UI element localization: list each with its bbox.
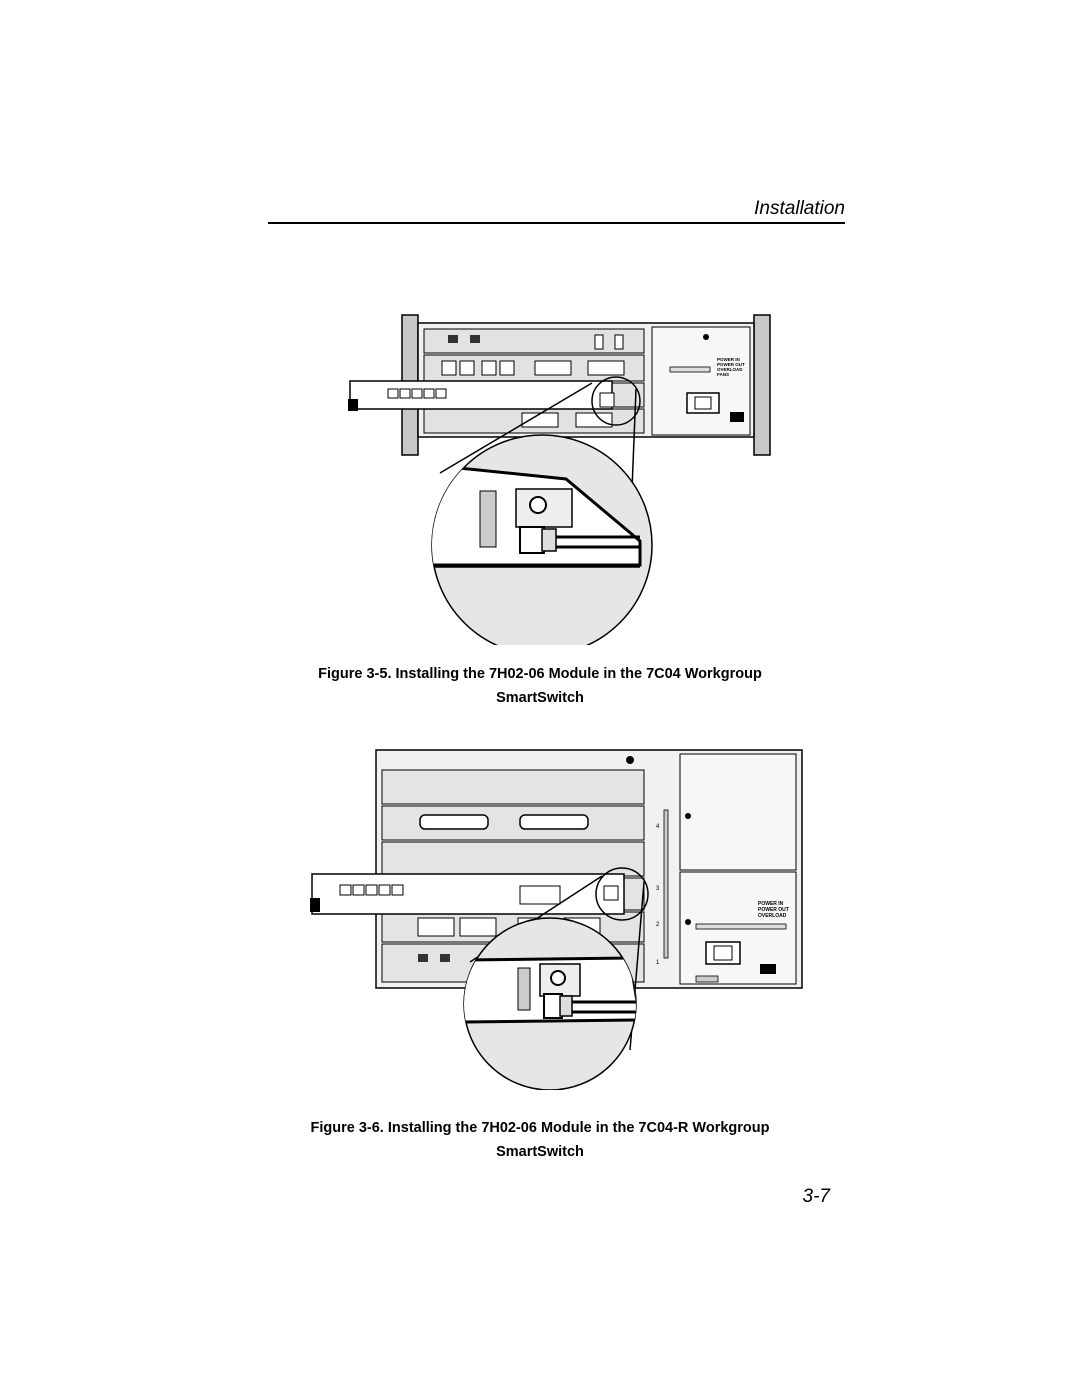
page-number: 3-7 [802, 1186, 830, 1207]
led-label: POWER OUT [717, 362, 745, 367]
slot-number-labels: 4 3 2 1 [656, 824, 660, 966]
led-label: OVERLOAD [758, 913, 787, 919]
power-inlet [686, 392, 720, 414]
figure-3-6-illustration: 4 3 2 1 POWER IN POWER OUT OVERLOAD [310, 749, 803, 1090]
figure-caption-line2: SmartSwitch [496, 690, 584, 706]
slot-number: 4 [656, 824, 660, 830]
power-status-labels: POWER IN POWER OUT OVERLOAD FANS [717, 357, 745, 377]
figure-3-5-illustration: 1 2 3 4 POWER IN POWER OUT OVERLOAD FANS [348, 314, 771, 645]
power-inlet [705, 941, 741, 965]
slot-number: 1 [656, 960, 660, 966]
led-label: POWER IN [758, 901, 784, 907]
page-header-rule [268, 222, 845, 224]
zoom-target-circle [595, 867, 649, 921]
power-switch [730, 412, 744, 422]
figure-caption-line2: SmartSwitch [496, 1144, 584, 1160]
module-7h02-06 [310, 873, 625, 915]
led-label: OVERLOAD [717, 367, 743, 372]
figure-caption-line1: Figure 3-6. Installing the 7H02-06 Modul… [310, 1120, 770, 1136]
zoom-target-circle [591, 376, 641, 426]
fan-panel [679, 753, 797, 871]
zoom-detail [431, 434, 653, 645]
led-label: POWER OUT [758, 907, 789, 913]
figure-caption-line1: Figure 3-5. Installing the 7H02-06 Modul… [318, 666, 762, 682]
power-switch [760, 964, 776, 974]
led-label: POWER IN [717, 357, 740, 362]
led-label: FANS [717, 372, 729, 377]
slot-number: 3 [656, 886, 660, 892]
zoom-detail [463, 917, 637, 1090]
rack-ear-right [753, 314, 771, 456]
power-status-labels: POWER IN POWER OUT OVERLOAD [758, 901, 789, 919]
slot-number: 2 [656, 922, 660, 928]
module-7h02-06 [348, 380, 613, 411]
page-header-title: Installation [754, 198, 845, 219]
